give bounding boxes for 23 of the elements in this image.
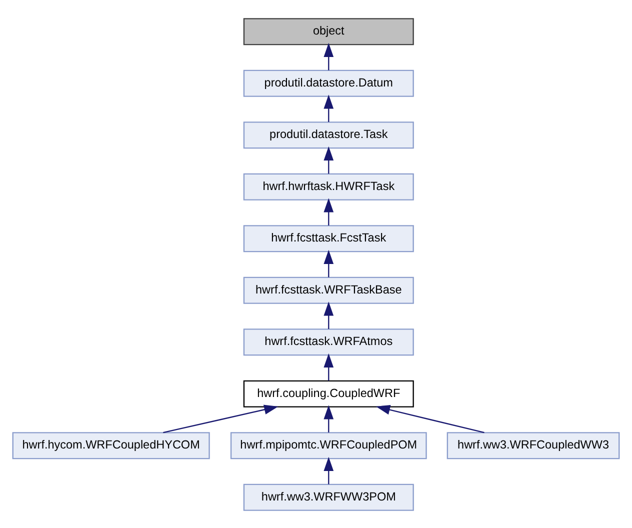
node-box: hwrf.fcsttask.WRFAtmos bbox=[243, 328, 414, 356]
arrow bbox=[163, 404, 278, 433]
node-box: hwrf.ww3.WRFWW3POM bbox=[243, 483, 414, 510]
arrow bbox=[324, 301, 334, 328]
arrow bbox=[324, 456, 334, 484]
arrow bbox=[376, 404, 484, 433]
node-box: hwrf.coupling.CoupledWRF bbox=[243, 380, 414, 407]
node-box: produtil.datastore.Datum bbox=[243, 69, 414, 96]
arrow bbox=[324, 42, 334, 70]
node-box: object bbox=[243, 18, 414, 45]
node-box: hwrf.mpipomtc.WRFCoupledPOM bbox=[230, 432, 427, 459]
node-box: hwrf.hwrftask.HWRFTask bbox=[243, 172, 414, 200]
arrow bbox=[324, 249, 334, 277]
arrow bbox=[324, 94, 334, 122]
node-box: produtil.datastore.Task bbox=[243, 121, 414, 148]
arrow bbox=[324, 198, 334, 225]
node-box: hwrf.hycom.WRFCoupledHYCOM bbox=[12, 432, 210, 459]
node-box: hwrf.ww3.WRFCoupledWW3 bbox=[446, 432, 620, 459]
arrow bbox=[324, 404, 334, 432]
arrow bbox=[324, 352, 334, 380]
node-box: hwrf.fcsttask.WRFTaskBase bbox=[243, 276, 414, 304]
arrow bbox=[324, 146, 334, 174]
node-box: hwrf.fcsttask.FcstTask bbox=[243, 224, 414, 252]
